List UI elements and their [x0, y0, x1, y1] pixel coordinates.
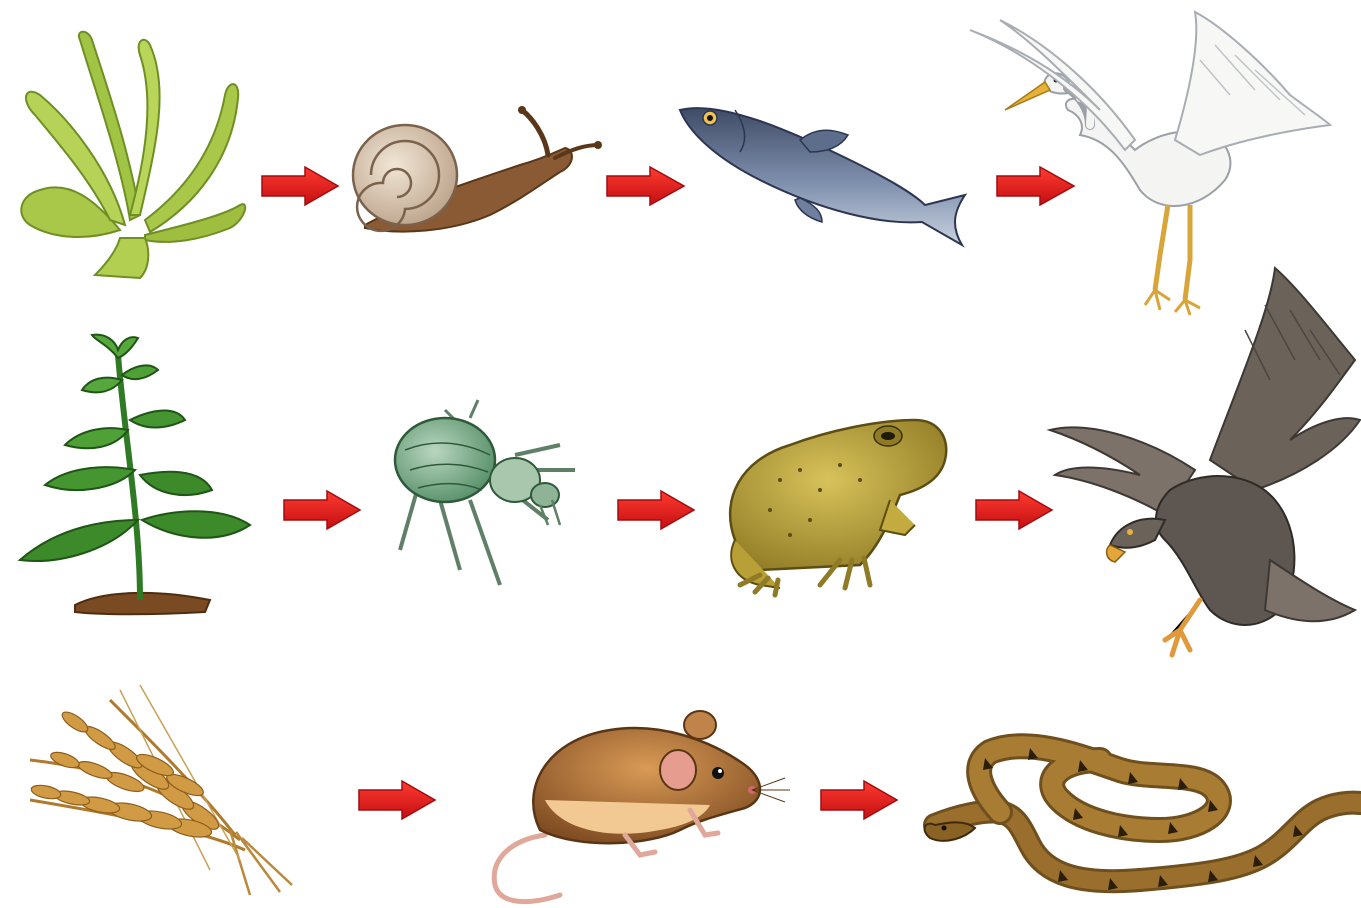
- toad-icon: [730, 420, 946, 595]
- arrow-right-icon: [997, 167, 1074, 205]
- mouse-icon: [494, 711, 790, 902]
- snail-icon: [353, 106, 602, 232]
- snake-icon: [925, 746, 1360, 890]
- seaweed-icon: [21, 32, 245, 278]
- plant-icon: [20, 335, 250, 615]
- beetle-icon: [395, 400, 575, 585]
- eagle-icon: [1050, 268, 1360, 655]
- arrow-right-icon: [821, 781, 897, 819]
- fish-icon: [680, 108, 965, 245]
- arrow-right-icon: [976, 491, 1052, 529]
- arrow-right-icon: [262, 167, 338, 205]
- arrow-right-icon: [607, 167, 684, 205]
- arrow-right-icon: [618, 491, 694, 529]
- wheat-icon: [30, 685, 292, 895]
- arrow-right-icon: [284, 491, 360, 529]
- arrow-right-icon: [359, 781, 435, 819]
